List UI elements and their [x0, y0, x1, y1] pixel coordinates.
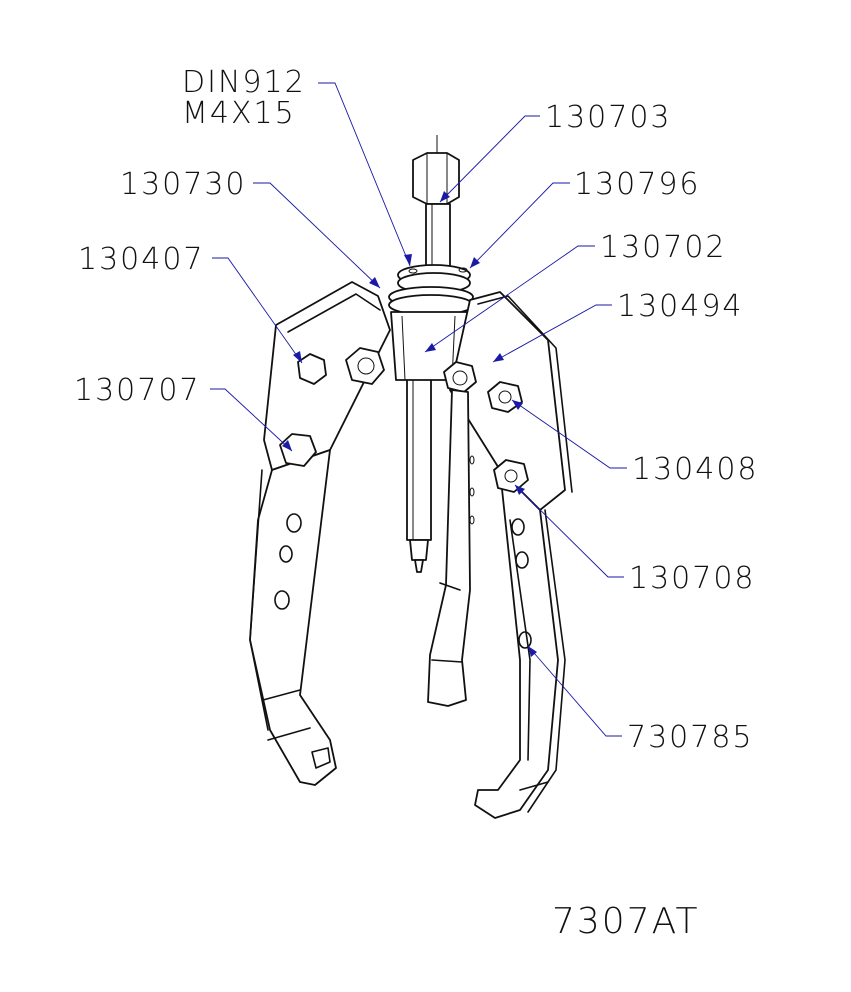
model-number: 7307AT: [552, 901, 699, 942]
label-130408: 130408: [632, 452, 759, 487]
label-din912-line1: DIN912: [182, 65, 306, 100]
label-130796: 130796: [574, 167, 701, 202]
leader-130707: [210, 388, 293, 452]
leader-130408: [511, 399, 627, 469]
left-jaw-arm: [249, 281, 391, 786]
label-130702: 130702: [600, 230, 727, 265]
leader-130703: [439, 115, 540, 203]
leader-130708: [514, 484, 624, 578]
leader-130702: [424, 245, 595, 353]
right-jaw-arm: [443, 291, 573, 819]
label-din912-line2: M4X15: [182, 96, 296, 131]
leader-130407: [212, 257, 303, 364]
leader-730785: [527, 645, 622, 737]
rear-jaw-arm: [427, 389, 475, 707]
label-130494: 130494: [617, 289, 744, 324]
leader-lines: [210, 82, 627, 737]
leader-130494: [492, 304, 612, 363]
head-collar: [388, 264, 474, 381]
label-730785: 730785: [627, 720, 754, 755]
puller-illustration: [249, 135, 573, 819]
leader-din912: [318, 82, 411, 267]
label-130707: 130707: [74, 373, 201, 408]
label-130708: 130708: [629, 561, 756, 596]
label-130730: 130730: [120, 167, 247, 202]
leader-130730: [253, 182, 381, 289]
label-130407: 130407: [78, 242, 205, 277]
label-130703: 130703: [545, 100, 672, 135]
leader-130796: [469, 182, 570, 269]
callout-labels: DIN912 M4X15 130703 130730 130796 130407…: [74, 65, 759, 942]
